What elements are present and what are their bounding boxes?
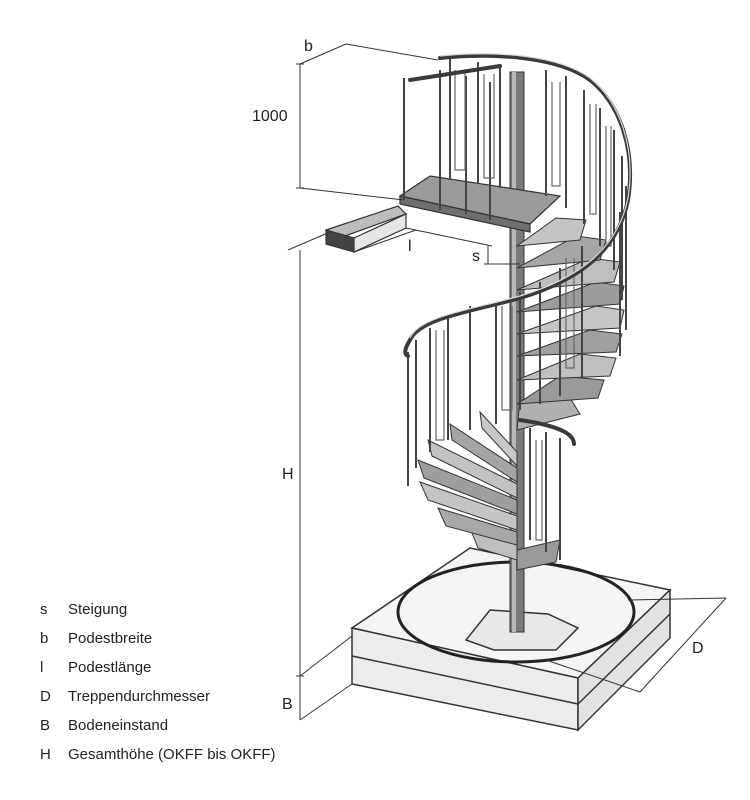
legend-symbol: B	[40, 717, 51, 734]
stair-treads	[417, 217, 625, 571]
legend-text: Treppendurchmesser	[68, 688, 211, 705]
legend-text: Gesamthöhe (OKFF bis OKFF)	[68, 746, 276, 763]
legend-text: Bodeneinstand	[68, 717, 169, 734]
legend-item: H Gesamthöhe (OKFF bis OKFF)	[40, 740, 370, 769]
dimension-label-1000: 1000	[252, 108, 288, 125]
dimension-label-B: B	[282, 696, 293, 713]
dimension-label-b: b	[304, 38, 313, 55]
dimension-label-l: l	[408, 238, 412, 255]
legend-item: l Podestlänge	[40, 653, 370, 682]
dimension-label-s: s	[472, 248, 480, 265]
legend-item: s Steigung	[40, 595, 370, 624]
legend: s Steigung b Podestbreite l Podestlänge …	[40, 595, 370, 769]
legend-text: Podestbreite	[68, 630, 153, 647]
legend-symbol: H	[40, 746, 51, 763]
handrail	[403, 53, 633, 446]
legend-symbol: s	[40, 601, 48, 618]
legend-text: Podestlänge	[68, 659, 152, 676]
legend-item: B Bodeneinstand	[40, 711, 370, 740]
legend-item: D Treppendurchmesser	[40, 682, 370, 711]
legend-symbol: l	[40, 659, 44, 676]
legend-item: b Podestbreite	[40, 624, 370, 653]
dimension-label-H: H	[282, 466, 294, 483]
legend-symbol: b	[40, 630, 49, 647]
dimension-lines	[287, 43, 727, 721]
legend-text: Steigung	[68, 601, 128, 618]
legend-symbol: D	[40, 688, 51, 705]
dimension-label-D: D	[692, 640, 704, 657]
